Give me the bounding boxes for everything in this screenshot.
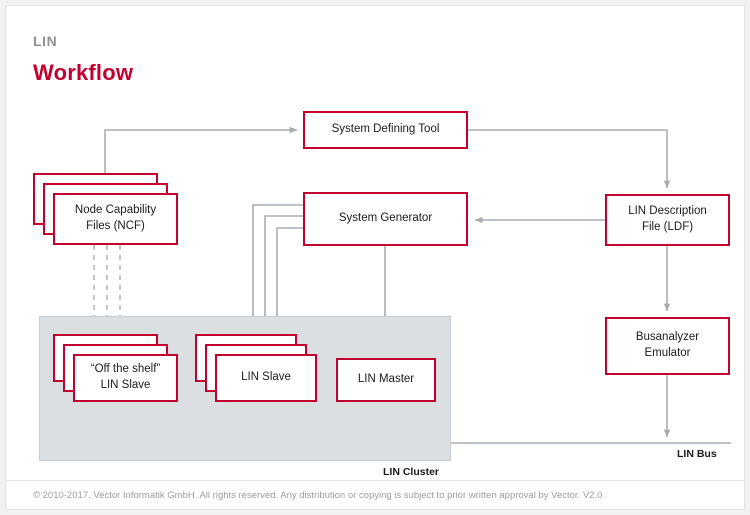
node-lin-slave[interactable]: LIN Slave xyxy=(215,354,317,402)
node-label: “Off the shelf” LIN Slave xyxy=(90,363,161,391)
edge-sysgen-to-lin-slave-1 xyxy=(249,204,303,348)
slide-canvas: LIN Workflow xyxy=(5,5,745,510)
lin-cluster-label: LIN Cluster xyxy=(383,466,440,478)
copyright-footer: © 2010-2017. Vector Informatik GmbH. All… xyxy=(33,490,603,501)
node-lin-master[interactable]: LIN Master xyxy=(336,358,436,402)
lin-bus-label: LIN Bus xyxy=(677,448,717,460)
node-label: LIN Master xyxy=(357,373,415,386)
node-node-capability-files[interactable]: Node Capability Files (NCF) xyxy=(53,193,178,245)
node-system-defining-tool[interactable]: System Defining Tool xyxy=(303,111,468,149)
slide-kicker: LIN xyxy=(33,33,58,49)
node-label: LIN Description File (LDF) xyxy=(628,205,707,233)
node-system-generator[interactable]: System Generator xyxy=(303,192,468,246)
node-label: LIN Slave xyxy=(241,371,291,384)
node-label: Busanalyzer Emulator xyxy=(635,331,700,359)
edge-sysgen-to-lin-slave-2 xyxy=(261,215,303,359)
node-label: System Generator xyxy=(338,212,433,225)
node-busanalyzer-emulator[interactable]: Busanalyzer Emulator xyxy=(605,317,730,375)
footer-divider xyxy=(6,480,744,481)
node-off-the-shelf-lin-slave[interactable]: “Off the shelf” LIN Slave xyxy=(73,354,178,402)
edge-ncf-to-system-defining-tool xyxy=(104,126,298,193)
node-lin-description-file[interactable]: LIN Description File (LDF) xyxy=(605,194,730,246)
edge-sdt-to-ldf xyxy=(468,129,671,189)
page-title: Workflow xyxy=(33,60,134,85)
node-label: Node Capability Files (NCF) xyxy=(74,204,157,232)
node-label: System Defining Tool xyxy=(331,123,440,136)
